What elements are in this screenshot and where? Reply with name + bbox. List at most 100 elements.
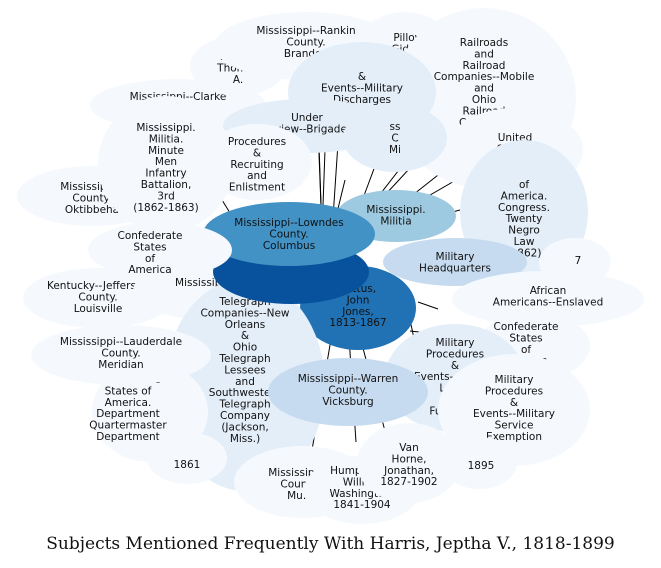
node-bubble (203, 202, 375, 266)
node-label-line: Events--Military (473, 408, 555, 420)
node-label-line: Service (495, 420, 534, 432)
node-bubble (357, 423, 461, 503)
node-bubble (23, 268, 173, 328)
node-label-line: America (128, 264, 171, 276)
node-label-line: Telegraph (218, 353, 270, 365)
node-label-line: Congress. (498, 202, 550, 214)
node-label-line: of (145, 253, 155, 265)
node-label-line: Department (96, 431, 160, 443)
node-label-line: Under (291, 112, 323, 124)
node-label-line: Military (436, 251, 475, 263)
node-label-line: African (530, 285, 567, 297)
node-bubble (88, 222, 232, 278)
node-label-line: & (510, 397, 518, 409)
node-label-line: 1827-1902 (380, 476, 437, 488)
node-label: 7 (575, 255, 582, 267)
node-label-line: Procedures (485, 385, 543, 397)
node-right1895[interactable]: 1895 (441, 437, 517, 489)
node-label-line: Mississippi--Lowndes (234, 217, 343, 229)
node-label-line: Minute (148, 145, 184, 157)
node-label: 1861 (174, 459, 201, 471)
node-label-line: Orleans (225, 319, 266, 331)
node-label-line: County. (269, 228, 308, 240)
node-label-line: Mississippi--Rankin (256, 25, 355, 37)
node-bubble (98, 96, 234, 232)
node-label-line: County. (101, 347, 140, 359)
node-label-line: Southwestern (209, 387, 281, 399)
node-label-line: 7 (575, 255, 582, 267)
node-label-line: of (519, 179, 529, 191)
nodes-layer: Mississippi--County.OktibbehaMississippi… (17, 8, 644, 524)
node-label-line: Miss.) (230, 433, 260, 445)
node-label-line: States (509, 332, 542, 344)
diagram-caption: Subjects Mentioned Frequently With Harri… (46, 534, 615, 554)
edge-line (417, 301, 439, 310)
node-label-line: Companies--New (200, 307, 289, 319)
node-bubble (268, 358, 428, 426)
node-label-line: Americans--Enslaved (493, 296, 603, 308)
node-label-line: Louisville (74, 303, 123, 315)
node-label-line: 1813-1867 (329, 317, 386, 329)
node-label-line: Enlistment (229, 182, 285, 194)
node-bubble (202, 124, 312, 200)
node-label-line: Railroad (463, 60, 506, 72)
node-label-line: County. (72, 192, 111, 204)
node-label-line: (Jackson, (221, 421, 268, 433)
node-label-line: Company (220, 410, 270, 422)
node-label-line: Events--Military (321, 82, 403, 94)
node-label-line: of (521, 344, 531, 356)
node-label-line: County. (78, 291, 117, 303)
node-label-line: Military (495, 374, 534, 386)
node-label: 1895 (468, 460, 495, 472)
node-label-line: Kentucky--Jefferson (47, 280, 149, 292)
node-label-line: & (358, 71, 366, 83)
node-label-line: Quartermaster (89, 420, 167, 432)
node-label-line: C (391, 132, 398, 144)
node-label-line: Vicksburg (322, 396, 373, 408)
node-bubble (343, 104, 447, 172)
node-label-line: Ohio (233, 342, 257, 354)
node-label-line: Law (514, 236, 535, 248)
node-label-line: Van (399, 442, 418, 454)
node-label-line: A. (233, 74, 243, 86)
node-bubble (441, 437, 517, 489)
node-label-line: ss (390, 121, 401, 133)
node-label-line: Lessees (224, 364, 265, 376)
node-label-line: Battalion, (141, 179, 192, 191)
node-label-line: & (451, 360, 459, 372)
node-label-line: Department (96, 408, 160, 420)
node-bubble (31, 325, 211, 385)
node-bubble (452, 271, 644, 327)
node-label-line: Mi (389, 144, 401, 156)
node-left1861[interactable]: 1861 (147, 432, 227, 484)
node-label-line: Meridian (98, 359, 143, 371)
node-label-line: John (346, 294, 370, 306)
node-label-line: Mississippi. (366, 204, 425, 216)
node-label-line: & (241, 330, 249, 342)
node-label-line: Railroads (460, 37, 508, 49)
node-label-line: Exemption (486, 431, 542, 443)
